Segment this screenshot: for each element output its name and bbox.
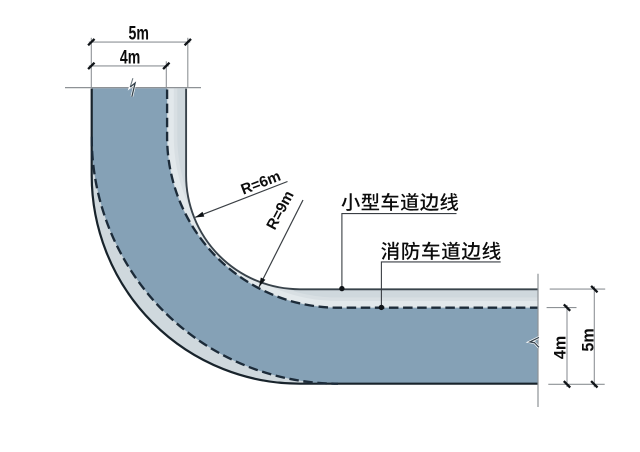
- svg-text:4m: 4m: [120, 46, 140, 68]
- svg-text:R=6m: R=6m: [239, 168, 284, 199]
- svg-text:5m: 5m: [129, 22, 149, 44]
- svg-text:4m: 4m: [550, 336, 569, 359]
- svg-text:5m: 5m: [578, 328, 597, 351]
- svg-text:R=9m: R=9m: [263, 188, 297, 232]
